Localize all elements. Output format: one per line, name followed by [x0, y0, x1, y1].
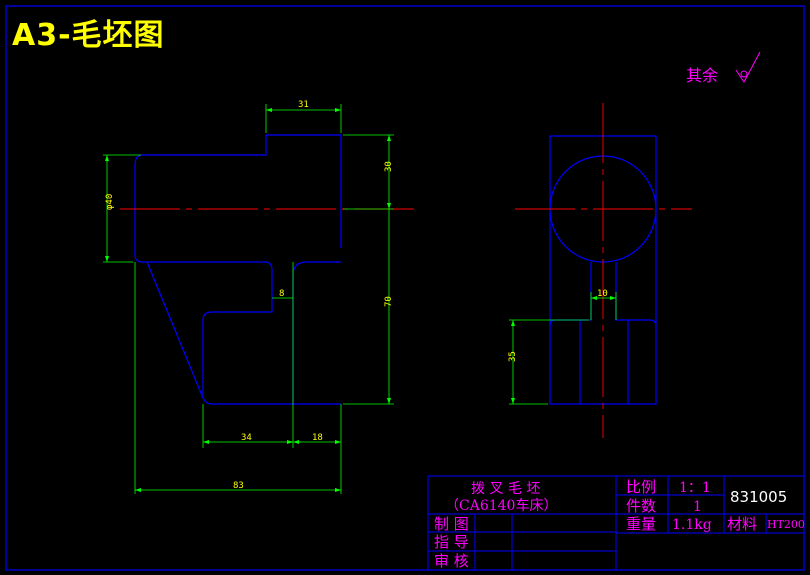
- tb-guide-label: 指 导: [434, 533, 469, 551]
- dim-31: 31: [298, 100, 309, 110]
- tb-scale-value: 1：1: [679, 480, 711, 496]
- front-view-outline: [134, 134, 342, 405]
- dim-34: 34: [241, 433, 252, 443]
- dim-8: 8: [279, 289, 284, 299]
- dim-70: 70: [384, 296, 394, 307]
- tb-qty-label: 件数: [626, 497, 656, 515]
- tb-draw-label: 制 图: [434, 515, 469, 533]
- tb-review-label: 审 核: [434, 552, 469, 570]
- drawing-frame: [5, 5, 805, 571]
- surface-roughness-note: 其余: [686, 62, 718, 86]
- tb-machine: （CA6140车床）: [445, 497, 557, 514]
- front-view-arrowheads: [105, 108, 391, 492]
- surface-roughness-note-text: 其余: [686, 66, 719, 85]
- front-view-dimension-lines: [103, 104, 394, 494]
- tb-weight-value: 1.1kg: [672, 517, 712, 533]
- side-view-arrowheads: [511, 296, 616, 404]
- dim-83: 83: [233, 481, 244, 491]
- title-block-grid: [427, 475, 805, 571]
- drawing-title: A3-毛坯图: [12, 18, 165, 53]
- tb-qty-value: 1: [693, 499, 702, 515]
- roughness-symbol-icon: [735, 51, 761, 83]
- tb-scale-label: 比例: [626, 478, 656, 496]
- tb-material-value: HT200: [767, 518, 805, 531]
- dim-35: 35: [508, 351, 518, 362]
- tb-weight-label: 重量: [626, 515, 656, 533]
- tb-material-label: 材料: [727, 515, 757, 533]
- tb-drawing-number: 831005: [730, 488, 787, 506]
- dim-30: 30: [384, 161, 394, 172]
- tb-part-name: 拨 叉 毛 坯: [471, 481, 540, 497]
- dim-phi40: φ40: [105, 194, 115, 210]
- side-view-centerlines: [515, 103, 692, 438]
- side-view-dimension-lines: [509, 292, 617, 405]
- dim-10: 10: [597, 289, 608, 299]
- dim-18: 18: [312, 433, 323, 443]
